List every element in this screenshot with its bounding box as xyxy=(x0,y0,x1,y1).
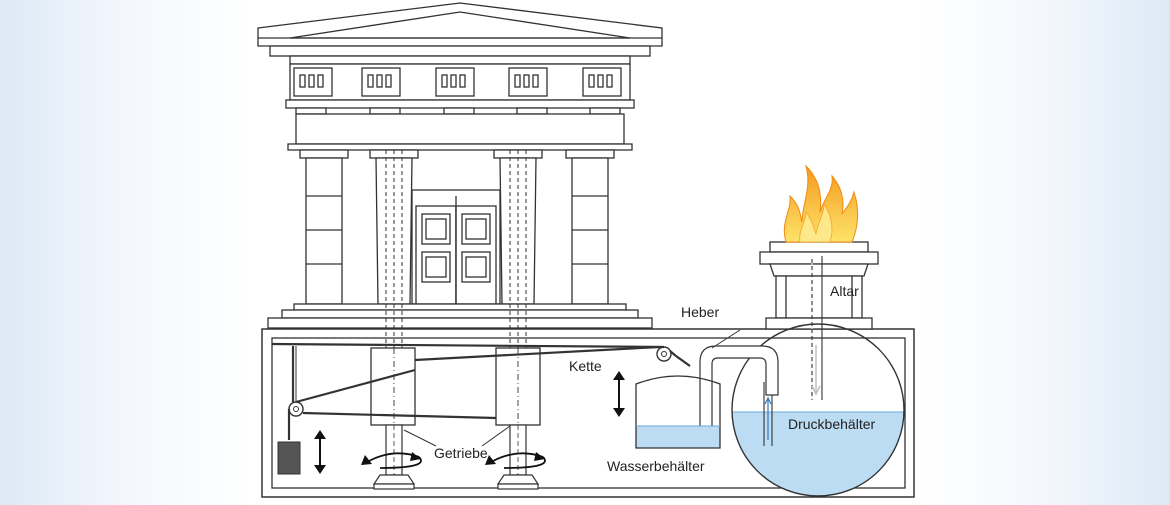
architrave xyxy=(295,113,625,145)
label-altar: Altar xyxy=(830,283,859,299)
heber-leader xyxy=(711,329,741,349)
gear-left xyxy=(372,424,416,490)
door-axles xyxy=(385,150,527,348)
altar-flame xyxy=(783,164,859,243)
cornice xyxy=(269,45,651,57)
counter-weight xyxy=(277,441,301,475)
rotation-arrow-right xyxy=(485,452,546,469)
pulley-left xyxy=(288,401,304,417)
weight-arrow xyxy=(314,430,326,474)
altar xyxy=(759,241,879,330)
label-getriebe: Getriebe xyxy=(434,445,488,461)
water-tank xyxy=(635,375,721,449)
getriebe-leaders xyxy=(403,425,511,447)
tank-arrow xyxy=(613,371,625,417)
temple-steps xyxy=(267,303,653,329)
label-druckbehaelter: Druckbehälter xyxy=(788,416,875,432)
altar-pipes xyxy=(811,256,823,400)
triglyphs xyxy=(293,67,622,97)
air-flow-arrows xyxy=(811,345,821,396)
temple-pediment xyxy=(257,2,663,47)
label-kette: Kette xyxy=(569,358,602,374)
drum-right xyxy=(495,347,541,426)
rotation-arrow-left xyxy=(361,452,422,469)
underground-chamber-inner xyxy=(271,337,906,489)
chain-kette xyxy=(271,342,691,440)
label-heber: Heber xyxy=(681,304,719,320)
underground-chamber-outer xyxy=(261,328,915,498)
column-left xyxy=(299,149,349,305)
drum-left xyxy=(370,347,416,426)
column-right xyxy=(565,149,615,305)
gear-right xyxy=(496,424,540,490)
temple-door xyxy=(411,189,501,305)
temple xyxy=(257,2,663,329)
pulley-top-right xyxy=(656,346,672,362)
water-up-arrow xyxy=(764,396,772,440)
label-wasserbehaelter: Wasserbehälter xyxy=(607,458,705,474)
